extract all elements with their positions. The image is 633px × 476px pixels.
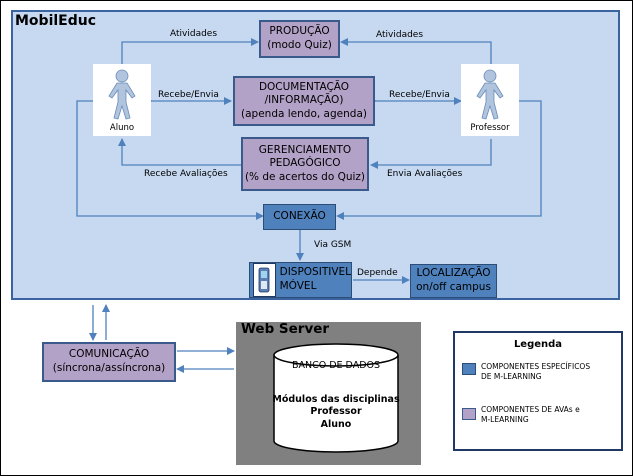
- recebe-avaliacoes-arrow: [118, 138, 241, 166]
- database-item: Módulos das disciplinas: [272, 394, 400, 405]
- gerenciamento-box: GERENCIAMENTO PEDAGÓGICO (% de acertos d…: [241, 137, 369, 191]
- database-item: Aluno: [320, 418, 352, 430]
- legend-item-text: COMPONENTES ESPECÍFICOS: [481, 362, 591, 371]
- documentacao-box: DOCUMENTAÇÃO /INFORMAÇÃO) (apenda lendo,…: [233, 76, 375, 126]
- producao-box: PRODUÇÃO (modo Quiz): [259, 20, 340, 58]
- conexao-label: CONEXÃO: [273, 210, 326, 223]
- aluno-conexao-line: [76, 100, 264, 220]
- web-server-title: Web Server: [241, 321, 330, 337]
- envia-avaliacoes-arrow: [370, 139, 492, 169]
- dispositivo-title: DISPOSITIVEL: [279, 266, 351, 279]
- legend-swatch-purple: [462, 408, 476, 420]
- person-icon: [108, 69, 136, 120]
- recebe-envia-left-label: Recebe/Envia: [158, 90, 219, 100]
- aluno-actor: Aluno: [93, 64, 151, 136]
- gerenciamento-detail: (% de acertos do Quiz): [244, 170, 366, 183]
- documentacao-subtitle: /INFORMAÇÃO): [264, 94, 344, 107]
- comunicacao-subtitle: (síncrona/assíncrona): [52, 362, 166, 374]
- recebe-avaliacoes-label: Recebe Avaliações: [144, 169, 228, 179]
- legend-title: Legenda: [513, 339, 563, 350]
- comunicacao-box: COMUNICAÇÃO (síncrona/assíncrona): [42, 342, 176, 382]
- dispositivo-box: DISPOSITIVEL MÓVEL: [249, 262, 352, 298]
- database-item: Professor: [310, 406, 362, 418]
- localizacao-box: LOCALIZAÇÃO on/off campus: [410, 264, 497, 298]
- atividades-left-arrow: [121, 38, 259, 64]
- professor-actor: Professor: [461, 64, 519, 136]
- documentacao-title: DOCUMENTAÇÃO: [258, 80, 350, 93]
- comunicacao-title: COMUNICAÇÃO: [68, 348, 150, 361]
- producao-title: PRODUÇÃO: [269, 25, 330, 38]
- gerenciamento-subtitle: PEDAGÓGICO: [269, 157, 341, 170]
- gerenciamento-title: GERENCIAMENTO: [258, 143, 352, 156]
- depende-label: Depende: [357, 268, 398, 278]
- phone-icon: [253, 263, 276, 297]
- localizacao-subtitle: on/off campus: [416, 281, 491, 293]
- legend-item-blue: COMPONENTES ESPECÍFICOS DE M-LEARNING: [481, 362, 590, 382]
- legend-item-text: M-LEARNING: [481, 414, 529, 424]
- producao-subtitle: (modo Quiz): [267, 39, 332, 51]
- legend-box: Legenda COMPONENTES ESPECÍFICOS DE M-LEA…: [453, 331, 623, 451]
- via-gsm-label: Via GSM: [314, 240, 352, 250]
- conexao-box: CONEXÃO: [263, 204, 336, 230]
- atividades-right-label: Atividades: [376, 30, 424, 40]
- person-icon: [476, 69, 504, 120]
- database-title: BANCO DE DADOS: [291, 360, 381, 371]
- professor-label: Professor: [470, 123, 510, 133]
- database-contents: Módulos das disciplinas Professor Aluno: [272, 394, 400, 431]
- atividades-left-label: Atividades: [170, 29, 218, 39]
- legend-item-text: DE M-LEARNING: [481, 371, 542, 381]
- professor-conexao-line: [336, 100, 542, 220]
- legend-swatch-blue: [462, 363, 476, 375]
- atividades-right-arrow: [340, 38, 492, 64]
- recebe-envia-right-label: Recebe/Envia: [389, 90, 450, 100]
- database-cylinder: [273, 343, 399, 453]
- mobileduc-title: MobilEduc: [15, 13, 97, 29]
- localizacao-title: LOCALIZAÇÃO: [416, 267, 491, 280]
- legend-item-purple: COMPONENTES DE AVAs e M-LEARNING: [481, 405, 580, 425]
- aluno-label: Aluno: [109, 123, 135, 133]
- envia-avaliacoes-label: Envia Avaliações: [387, 169, 463, 179]
- legend-item-text: COMPONENTES DE AVAs e: [481, 405, 580, 414]
- mobile-phone-glyph: [258, 267, 270, 293]
- documentacao-detail: (apenda lendo, agenda): [241, 107, 367, 120]
- dispositivo-subtitle: MÓVEL: [279, 280, 317, 292]
